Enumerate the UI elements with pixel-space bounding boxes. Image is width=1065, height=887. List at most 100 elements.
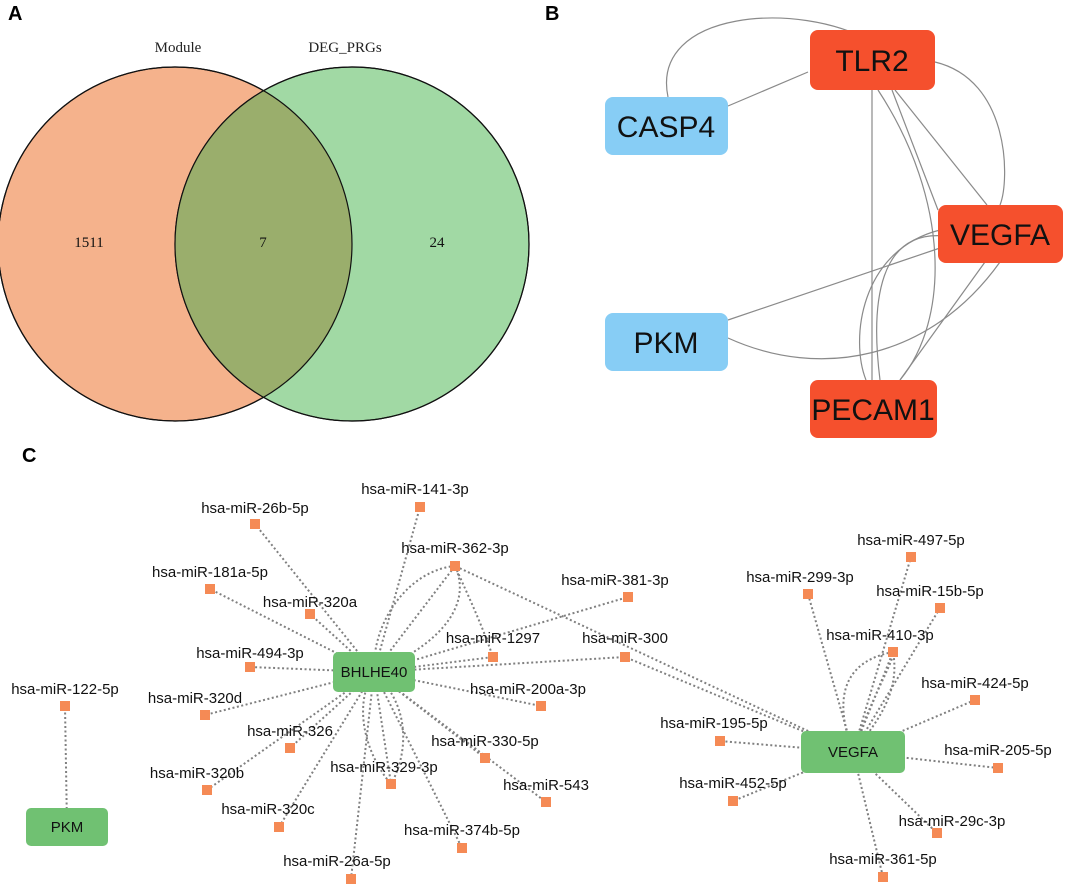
mirna-node-marker	[888, 647, 898, 657]
network-edge-bhlhe40-m141	[373, 506, 421, 673]
mirna-node-label: hsa-miR-320d	[148, 690, 242, 707]
mirna-node: hsa-miR-329-3p	[330, 759, 438, 789]
mirna-node-marker	[715, 736, 725, 746]
mirna-node-marker	[285, 743, 295, 753]
mirna-node-label: hsa-miR-200a-3p	[470, 681, 586, 698]
ppi-node-pecam1-box	[810, 380, 937, 438]
mirna-node-marker	[728, 796, 738, 806]
network-edge-bhlhe40-mir362-arc2	[373, 565, 461, 673]
gene-node-label: BHLHE40	[341, 664, 408, 681]
mirna-node-label: hsa-miR-122-5p	[11, 681, 119, 698]
mirna-node-marker	[935, 603, 945, 613]
ppi-edges	[665, 17, 1006, 381]
mirna-node: hsa-miR-362-3p	[401, 540, 509, 571]
mirna-node: hsa-miR-1297	[446, 630, 540, 662]
mirna-node: hsa-miR-141-3p	[361, 481, 469, 512]
mirna-node-marker	[536, 701, 546, 711]
ppi-node-pkm-label: PKM	[633, 327, 698, 360]
mirna-node: hsa-miR-381-3p	[561, 572, 669, 602]
mirna-node-label: hsa-miR-326	[247, 723, 333, 740]
mirna-node: hsa-miR-494-3p	[196, 645, 304, 672]
mirna-node: hsa-miR-410-3p	[826, 627, 934, 657]
mirna-node-marker	[250, 519, 260, 529]
mirna-node-label: hsa-miR-141-3p	[361, 481, 469, 498]
ppi-edge-tlr2-vegfa-arc	[934, 61, 1006, 206]
mirna-node-marker	[993, 763, 1003, 773]
venn-count-overlap: 7	[259, 235, 267, 251]
mirna-node-label: hsa-miR-329-3p	[330, 759, 438, 776]
mirna-node-label: hsa-miR-181a-5p	[152, 564, 268, 581]
gene-node-label: VEGFA	[828, 744, 878, 761]
mirna-node: hsa-miR-361-5p	[829, 851, 937, 882]
mirna-node-label: hsa-miR-15b-5p	[876, 583, 984, 600]
mirna-node-marker	[970, 695, 980, 705]
mirna-node: hsa-miR-543	[503, 777, 589, 807]
mirna-node-label: hsa-miR-374b-5p	[404, 822, 520, 839]
ppi-node-pecam1-label: PECAM1	[811, 394, 934, 427]
ppi-node-casp4-box	[605, 97, 728, 155]
mirna-node-marker	[480, 753, 490, 763]
mirna-node: hsa-miR-29c-3p	[899, 813, 1006, 838]
panel-letter-a: A	[8, 3, 22, 25]
panel-letter-c: C	[22, 445, 36, 467]
venn-count-deg-prgs-only: 24	[430, 235, 446, 251]
ppi-edge-tlr2-vegfa	[894, 89, 988, 206]
ppi-node-pkm-box	[605, 313, 728, 371]
mirna-node-label: hsa-miR-29c-3p	[899, 813, 1006, 830]
venn-left-outline	[0, 66, 353, 422]
gene-node-pkm: PKM	[26, 808, 108, 846]
network-edge-vegfa-m361	[852, 751, 884, 878]
gene-node-box	[26, 808, 108, 846]
venn-right-outline	[174, 66, 530, 422]
mirna-node-marker	[245, 662, 255, 672]
mirna-node-label: hsa-miR-320b	[150, 765, 244, 782]
network-edge-vegfa-m452	[732, 751, 854, 802]
venn-label-module: Module	[155, 40, 202, 56]
network-edge-pkm-m122	[64, 705, 68, 828]
mirna-node-marker	[274, 822, 284, 832]
mirna-node: hsa-miR-195-5p	[660, 715, 768, 746]
mirna-node: hsa-miR-26b-5p	[201, 500, 309, 529]
gene-node-box	[801, 731, 905, 773]
mirna-node: hsa-miR-205-5p	[944, 742, 1052, 773]
gene-node-label: PKM	[51, 819, 84, 836]
ppi-edge-casp4-tlr2-arc	[665, 17, 873, 98]
mirna-gene-network: hsa-miR-26b-5p hsa-miR-141-3p hsa-miR-362-…	[11, 481, 1052, 884]
ppi-node-tlr2: TLR2	[810, 30, 935, 90]
mirna-node-marker	[346, 874, 356, 884]
network-edge-bhlhe40-m26b	[254, 523, 375, 673]
ppi-edge-vegfa-pecam1	[899, 261, 986, 381]
mirna-node-label: hsa-miR-362-3p	[401, 540, 509, 557]
mirna-node: hsa-miR-326	[247, 723, 333, 753]
network-edge-vegfa-mir410-arc1	[842, 651, 894, 753]
mirna-node: hsa-miR-181a-5p	[152, 564, 268, 594]
network-edge-bhlhe40-m320d	[204, 671, 375, 716]
mirna-node-marker	[541, 797, 551, 807]
ppi-node-tlr2-label: TLR2	[835, 45, 908, 78]
mirna-node-label: hsa-miR-452-5p	[679, 775, 787, 792]
mirna-node-label: hsa-miR-543	[503, 777, 589, 794]
network-edge-bhlhe40-m320c	[278, 671, 375, 828]
venn-diagram: Module DEG_PRGs 1511 7 24	[0, 40, 530, 422]
mirna-node-marker	[386, 779, 396, 789]
mirna-node-label: hsa-miR-497-5p	[857, 532, 965, 549]
mirna-node-label: hsa-miR-410-3p	[826, 627, 934, 644]
ppi-node-vegfa: VEGFA	[938, 205, 1063, 263]
mirna-node: hsa-miR-320b	[150, 765, 244, 795]
mirna-node-marker	[623, 592, 633, 602]
mirna-node-marker	[202, 785, 212, 795]
ppi-edge-tlr2-pecam1-arc	[877, 89, 936, 381]
network-edge-vegfa-mir410-arc2	[852, 651, 896, 753]
mirna-node-marker	[305, 609, 315, 619]
mirna-node: hsa-miR-320c	[221, 801, 315, 832]
ppi-edge-pkm-vegfa-arc	[727, 261, 1001, 360]
network-edge-bhlhe40-m374b	[373, 671, 463, 849]
ppi-node-vegfa-box	[938, 205, 1063, 263]
network-edge-mir362-mir1297-arc	[454, 565, 494, 658]
mirna-node-marker	[620, 652, 630, 662]
mirna-node-label: hsa-miR-330-5p	[431, 733, 539, 750]
mirna-node: hsa-miR-320d	[148, 690, 242, 720]
mirna-node-label: hsa-miR-424-5p	[921, 675, 1029, 692]
mirna-node-marker	[200, 710, 210, 720]
